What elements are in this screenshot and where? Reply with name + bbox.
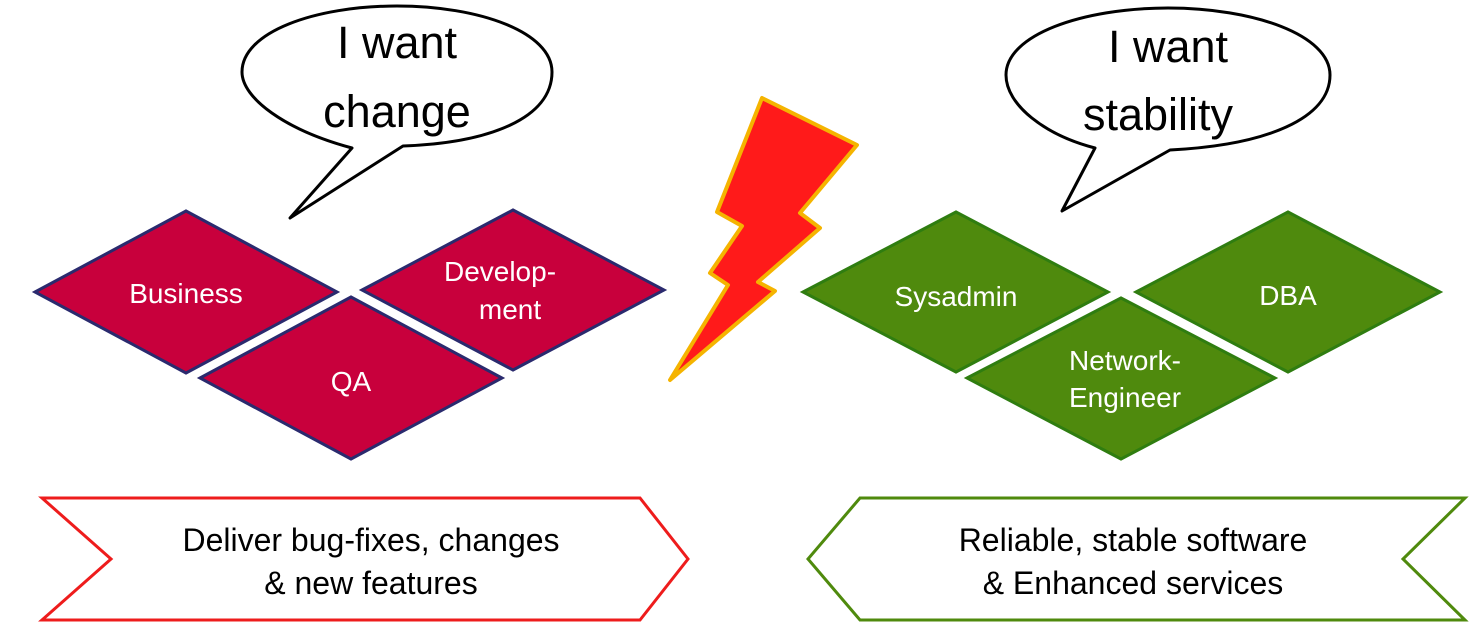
qa-label: QA [331,366,372,397]
right-banner-line1: Reliable, stable software [959,522,1308,558]
dba-label: DBA [1259,280,1317,311]
right-bubble-line2: stability [1083,89,1234,140]
lightning-bolt-shape [668,96,859,382]
qa-diamond [196,295,506,461]
left-banner-shape [38,496,690,622]
development-label-line1: Develop- [444,256,556,287]
left-bubble-line1: I want [337,17,458,68]
right-banner-line2: & Enhanced services [983,565,1284,601]
ops-team-group: Sysadmin DBA Network- Engineer [799,210,1444,461]
left-banner: Deliver bug-fixes, changes & new feature… [38,496,690,622]
right-speech-bubble: I want stability [1004,6,1332,213]
network-engineer-label-line1: Network- [1069,345,1181,376]
development-label-line2: ment [479,294,541,325]
left-banner-line1: Deliver bug-fixes, changes [182,522,559,558]
sysadmin-diamond [799,210,1112,374]
left-banner-line2: & new features [264,565,477,601]
business-label: Business [129,278,243,309]
right-banner: Reliable, stable software & Enhanced ser… [806,496,1469,622]
network-engineer-diamond [963,296,1279,461]
lightning-bolt-icon [668,96,859,382]
right-bubble-line1: I want [1108,21,1229,72]
business-diamond [31,209,341,375]
left-bubble-shape [240,4,554,220]
right-bubble-shape [1004,6,1332,213]
dba-diamond [1132,210,1444,374]
development-diamond [358,208,668,372]
left-bubble-line2: change [323,86,471,137]
change-team-group: Business Develop- ment QA [31,208,668,461]
left-speech-bubble: I want change [240,4,554,220]
sysadmin-label: Sysadmin [895,281,1018,312]
right-banner-shape [806,496,1469,622]
network-engineer-label-line2: Engineer [1069,382,1181,413]
